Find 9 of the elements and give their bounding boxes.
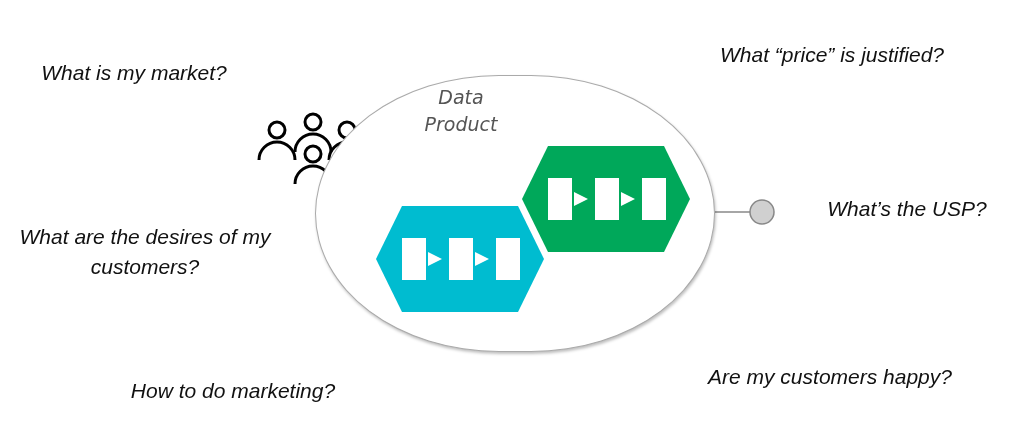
connector-line bbox=[714, 211, 751, 213]
question-text: What’s the USP? bbox=[826, 196, 988, 222]
question-text: What are the desires of my customers? bbox=[18, 224, 273, 280]
node-title: Data Product bbox=[423, 85, 499, 137]
question-text: What is my market? bbox=[40, 60, 228, 86]
question-text: Are my customers happy? bbox=[706, 364, 953, 390]
question-text: How to do marketing? bbox=[129, 378, 337, 404]
question-text: What “price” is justified? bbox=[718, 42, 946, 68]
end-circle bbox=[749, 199, 775, 225]
